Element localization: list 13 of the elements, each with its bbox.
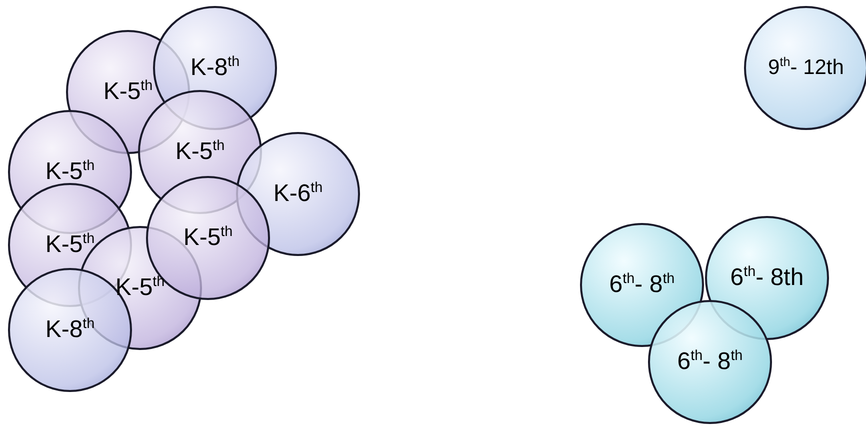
grade-label: K-5$^{th}$ [115,274,165,302]
grade-label: 6$^{th}$- 8$^{th}$ [609,271,675,299]
grade-label: K-5$^{th}$ [103,78,153,106]
grade-label: K-8$^{th}$ [45,316,95,344]
grade-label: 6$^{th}$- 8$^{th}$ [677,348,743,376]
grade-label: 6$^{th}$- 8th [730,264,804,292]
grade-label: K-6$^{th}$ [273,180,323,208]
grade-label: K-5$^{th}$ [183,224,233,252]
grade-label: K-5$^{th}$ [175,138,225,166]
grade-label: K-5$^{th}$ [45,158,95,186]
grade-label: K-8$^{th}$ [190,54,240,82]
grade-label: K-5$^{th}$ [45,231,95,259]
grade-label: 9$^{th}$- 12th [768,55,844,81]
